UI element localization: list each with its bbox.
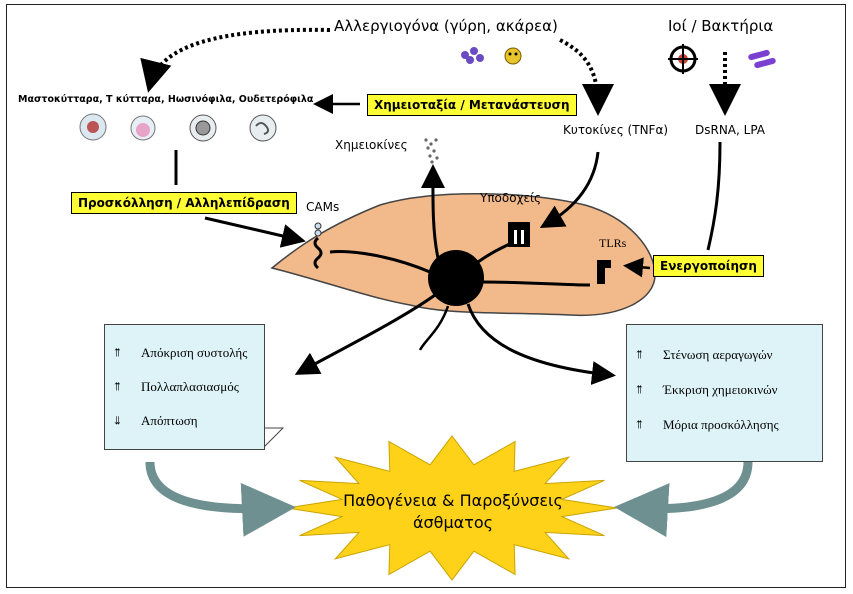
outcome-line-1: Παθογένεια & Παροξύνσεις	[343, 491, 563, 510]
allergens-label: Αλλεργιογόνα (γύρη, ακάρεα)	[334, 17, 558, 35]
list-item: ↑↑ Μόρια προσκόλλησης	[635, 417, 779, 433]
chemokine-dots-icon	[424, 138, 439, 164]
dotted-arrow-allergen-to-cells	[140, 27, 331, 93]
arrow-nucleus-to-chemokines	[420, 164, 445, 259]
effect-text: Πολλαπλασιασμός	[141, 379, 239, 394]
t-cell-icon	[130, 115, 156, 141]
effect-text: Στένωση αεραγωγών	[663, 347, 773, 362]
neutrophil-icon	[249, 114, 277, 142]
effect-text: Μόρια προσκόλλησης	[663, 417, 779, 432]
line-nucleus-to-cams	[329, 250, 431, 274]
dotted-arrow-allergen-to-cytokines	[559, 38, 614, 116]
tlrs-label: TLRs	[599, 236, 627, 250]
cam-icon	[313, 222, 323, 270]
chemotaxis-box: Χημειοταξία / Μετανάστευση	[367, 94, 577, 116]
nucleus	[428, 250, 484, 306]
virus-icon	[668, 44, 698, 74]
arrow-pair-icon: ↑↑	[635, 347, 644, 362]
diagram-frame	[6, 4, 846, 588]
receptors-label: Υποδοχείς	[480, 191, 542, 205]
line-nucleus-to-tlrs	[481, 280, 591, 287]
eosinophil-icon	[189, 114, 217, 142]
tlr-icon	[597, 260, 611, 284]
list-item: ↓↓ Απόπτωση	[113, 413, 198, 429]
arrow-pair-icon: ↑↑	[113, 345, 122, 360]
cams-label: CAMs	[306, 200, 340, 214]
immune-cells-label: Μαστοκύτταρα, Τ κύτταρα, Ηωσινόφιλα, Ουδ…	[18, 94, 314, 105]
arrow-nucleus-to-right-panel	[466, 303, 616, 385]
arrow-activation-to-tlrs	[623, 257, 651, 278]
list-item: ↑↑ Απόκριση συστολής	[113, 345, 247, 361]
pathogens-label: Ιοί / Βακτήρια	[668, 17, 774, 35]
arrow-nucleus-to-left-panel	[294, 293, 436, 375]
dsrna-label: DsRNA, LPA	[695, 123, 766, 137]
arrow-pair-icon: ↓↓	[113, 413, 122, 428]
outcome-star-burst	[286, 435, 618, 581]
right-effects-panel: ↑↑ Στένωση αεραγωγών ↑↑ Έκκριση χημειοκι…	[626, 324, 823, 462]
pollen-icon	[504, 47, 522, 65]
cytokines-label: Κυτοκίνες (TNFα)	[563, 123, 669, 137]
bacteria-icon	[748, 49, 776, 69]
receptor-icon	[508, 222, 530, 247]
line-nucleus-down	[418, 305, 450, 351]
adhesion-box: Προσκόλληση / Αλληλεπίδραση	[71, 192, 297, 214]
effect-text: Έκκριση χημειοκινών	[663, 382, 778, 397]
chemokines-label: Χημειοκίνες	[335, 138, 408, 152]
curved-arrow-left-to-outcome	[145, 461, 296, 537]
activation-box: Ενεργοποίηση	[653, 255, 764, 277]
left-panel-corner	[262, 427, 285, 450]
arrow-pair-icon: ↑↑	[635, 417, 644, 432]
outcome-line-2: άσθματος	[412, 513, 493, 532]
effect-text: Απόπτωση	[141, 413, 198, 428]
arrow-adhesion-to-cams	[204, 216, 306, 248]
arrow-pair-icon: ↑↑	[635, 382, 644, 397]
arrow-pair-icon: ↑↑	[113, 379, 122, 394]
list-item: ↑↑ Έκκριση χημειοκινών	[635, 382, 778, 398]
effect-text: Απόκριση συστολής	[141, 345, 248, 360]
outcome-text: Παθογένεια & Παροξύνσεις άσθματος	[338, 490, 568, 534]
arrow-cytokines-to-receptors	[539, 151, 600, 228]
list-item: ↑↑ Στένωση αεραγωγών	[635, 347, 773, 363]
dust-mite-icon	[461, 47, 484, 64]
line-dsrna-to-activation	[706, 141, 722, 251]
list-item: ↑↑ Πολλαπλασιασμός	[113, 379, 239, 395]
mast-cell-icon	[79, 113, 107, 141]
curved-arrow-right-to-outcome	[614, 461, 753, 538]
left-effects-panel: ↑↑ Απόκριση συστολής ↑↑ Πολλαπλασιασμός …	[104, 324, 265, 450]
